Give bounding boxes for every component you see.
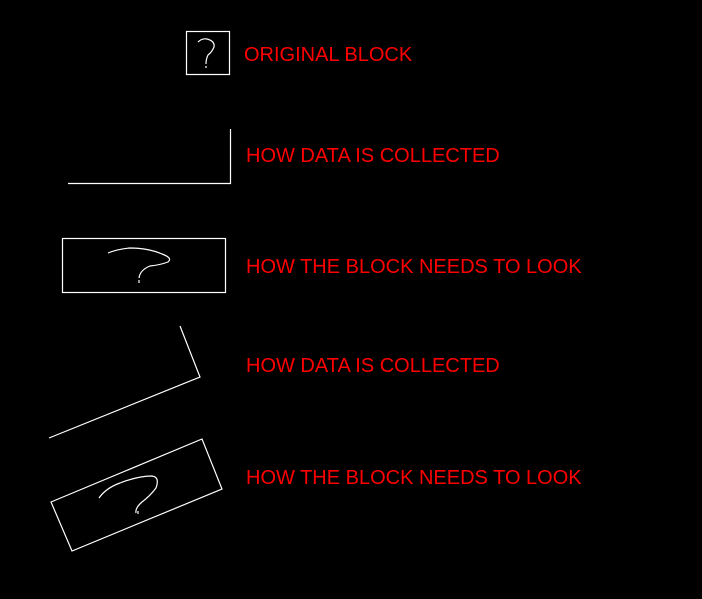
label-how-block-needs-look-2: HOW THE BLOCK NEEDS TO LOOK [246, 467, 582, 489]
original-block [185, 30, 231, 76]
collected-data-lines-2 [48, 325, 201, 439]
label-how-block-needs-look-1: HOW THE BLOCK NEEDS TO LOOK [246, 256, 582, 278]
target-block-1 [61, 237, 227, 294]
target-block-1-border [61, 237, 227, 294]
label-original-block: ORIGINAL BLOCK [244, 44, 413, 66]
collected-data-lines-1 [68, 129, 232, 185]
question-mark-glyph [107, 247, 171, 279]
target-block-2-border [50, 438, 223, 552]
question-mark-glyph [197, 38, 215, 65]
question-mark-glyph [98, 475, 158, 514]
target-block-2 [50, 438, 223, 552]
original-block-border [185, 30, 231, 76]
label-how-data-collected-2: HOW DATA IS COLLECTED [246, 355, 500, 377]
label-how-data-collected-1: HOW DATA IS COLLECTED [246, 145, 500, 167]
